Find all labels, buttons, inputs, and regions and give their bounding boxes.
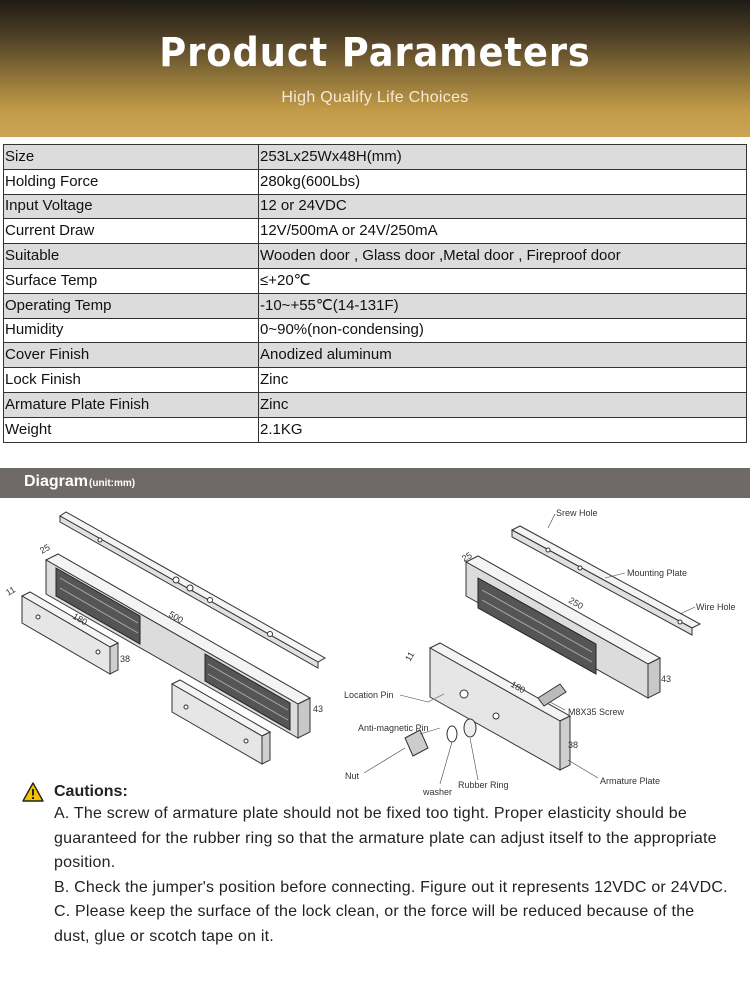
label-wire-hole: Wire Hole bbox=[696, 602, 736, 612]
label-rubber-ring: Rubber Ring bbox=[458, 780, 509, 790]
page-subtitle: High Qualify Life Choices bbox=[281, 89, 469, 106]
warning-icon bbox=[22, 782, 44, 802]
parameter-row: Surface Temp≤+20℃ bbox=[3, 267, 747, 294]
cautions-header: Cautions: bbox=[22, 782, 732, 802]
parameter-label: Operating Temp bbox=[3, 292, 259, 319]
label-mounting-plate: Mounting Plate bbox=[627, 568, 687, 578]
right-dim-11: 11 bbox=[403, 650, 416, 663]
caution-item-a: A. The screw of armature plate should no… bbox=[54, 805, 717, 871]
right-lock-drawing bbox=[404, 525, 702, 771]
header-banner: Product Parameters High Qualify Life Cho… bbox=[0, 0, 750, 137]
parameter-label: Current Draw bbox=[3, 218, 259, 245]
label-location-pin: Location Pin bbox=[344, 690, 394, 700]
parameter-value: 0~90%(non-condensing) bbox=[258, 317, 747, 344]
left-lock-drawing bbox=[20, 511, 327, 765]
parameter-value: Zinc bbox=[258, 367, 747, 393]
diagram-title: Diagram(unit:mm) bbox=[24, 473, 135, 491]
parameter-label: Humidity bbox=[3, 317, 259, 344]
parameter-label: Holding Force bbox=[3, 168, 259, 195]
parameter-value: Wooden door , Glass door ,Metal door , F… bbox=[258, 243, 747, 269]
diagram-section-bar: Diagram(unit:mm) bbox=[0, 468, 750, 498]
parameter-label: Armature Plate Finish bbox=[3, 391, 259, 418]
parameter-value: 12 or 24VDC bbox=[258, 193, 747, 220]
parameter-label: Lock Finish bbox=[3, 367, 259, 393]
parameter-value: 12V/500mA or 24V/250mA bbox=[258, 218, 747, 245]
left-dim-11: 11 bbox=[4, 584, 17, 597]
lock-diagram: 25 500 11 180 38 43 bbox=[4, 508, 736, 797]
parameter-label: Cover Finish bbox=[3, 342, 259, 369]
left-dim-38: 38 bbox=[120, 654, 130, 664]
parameter-value: 280kg(600Lbs) bbox=[258, 168, 747, 195]
parameter-label: Input Voltage bbox=[3, 193, 259, 220]
parameter-value: -10~+55℃(14-131F) bbox=[258, 292, 747, 319]
nut bbox=[404, 729, 429, 757]
caution-item-c: C. Please keep the surface of the lock c… bbox=[54, 903, 695, 945]
cautions-section: Cautions: A. The screw of armature plate… bbox=[22, 782, 732, 949]
washer bbox=[446, 725, 458, 743]
parameter-label: Suitable bbox=[3, 243, 259, 269]
right-dim-38: 38 bbox=[568, 740, 578, 750]
label-washer: washer bbox=[422, 787, 452, 797]
diagram-title-text: Diagram bbox=[24, 473, 89, 490]
m8-screw bbox=[537, 683, 567, 707]
parameter-value: ≤+20℃ bbox=[258, 267, 747, 294]
caution-item-b: B. Check the jumper's position before co… bbox=[54, 878, 728, 896]
right-dim-25: 25 bbox=[460, 550, 474, 564]
left-dim-43: 43 bbox=[313, 704, 323, 714]
rubber-ring bbox=[463, 718, 477, 738]
parameter-value: 2.1KG bbox=[258, 416, 747, 443]
cautions-title: Cautions: bbox=[54, 783, 128, 800]
parameter-value: Zinc bbox=[258, 391, 747, 418]
parameter-row: Humidity 0~90%(non-condensing) bbox=[3, 317, 747, 344]
parameter-row: Operating Temp -10~+55℃(14-131F) bbox=[3, 292, 747, 319]
parameter-value: 253Lx25Wx48H(mm) bbox=[258, 144, 747, 170]
page-title: Product Parameters bbox=[159, 30, 591, 76]
parameter-value: Anodized aluminum bbox=[258, 342, 747, 369]
label-armature-plate: Armature Plate bbox=[600, 776, 660, 786]
right-leader-lines bbox=[363, 513, 696, 785]
right-dim-43: 43 bbox=[661, 674, 671, 684]
left-dim-25: 25 bbox=[38, 542, 52, 556]
parameter-label: Size bbox=[3, 144, 259, 170]
parameter-label: Surface Temp bbox=[3, 267, 259, 294]
diagram-unit: (unit:mm) bbox=[89, 478, 136, 489]
label-nut: Nut bbox=[345, 771, 360, 781]
right-callout-labels: Srew Hole Mounting Plate Wire Hole Locat… bbox=[344, 508, 736, 797]
label-screw-hole: Srew Hole bbox=[556, 508, 598, 518]
right-dimension-labels: 25 250 43 11 180 38 bbox=[403, 550, 671, 750]
label-anti-magnetic-pin: Anti-magnetic Pin bbox=[358, 723, 429, 733]
location-pin bbox=[427, 693, 445, 703]
parameter-label: Weight bbox=[3, 416, 259, 443]
label-m8x35-screw: M8X35 Screw bbox=[568, 707, 625, 717]
